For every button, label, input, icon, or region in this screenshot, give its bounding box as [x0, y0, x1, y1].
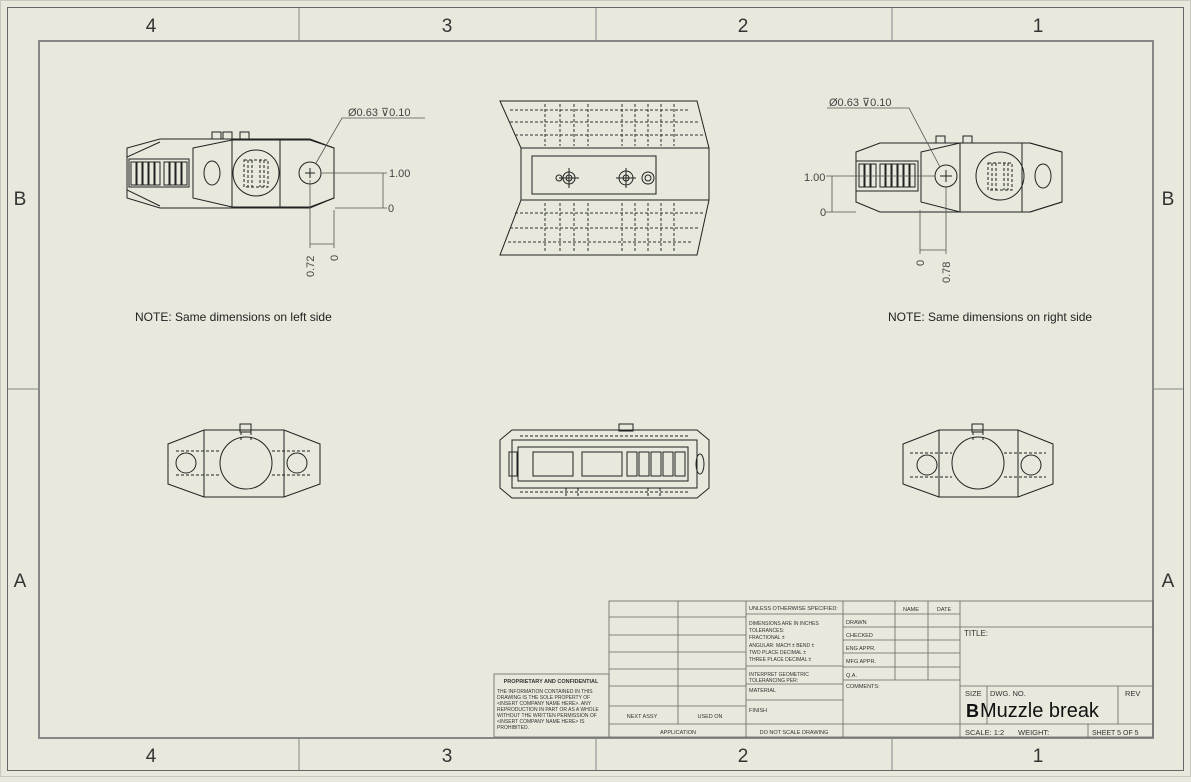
right-dim-0: 0: [820, 207, 826, 219]
zone-dividers: [8, 8, 1183, 770]
note-left: NOTE: Same dimensions on left side: [135, 310, 332, 324]
name-header: NAME: [903, 607, 919, 613]
finish-label: FINISH: [749, 708, 767, 714]
weight-label: WEIGHT:: [1018, 728, 1049, 737]
zone-col-bottom-1: 4: [146, 746, 157, 767]
left-dim-1-00: 1.00: [389, 168, 410, 180]
scale-label: SCALE: 1:2: [965, 728, 1004, 737]
dims-line: THREE PLACE DECIMAL ±: [749, 657, 812, 663]
proprietary-line: WITHOUT THE WRITTEN PERMISSION OF: [497, 713, 597, 719]
drawing-frame: [38, 40, 1154, 739]
dimensions-spec: DIMENSIONS ARE IN INCHES TOLERANCES: FRA…: [749, 621, 819, 684]
size-label: SIZE: [965, 689, 982, 698]
proprietary-text: THE INFORMATION CONTAINED IN THIS DRAWIN…: [497, 689, 599, 731]
front-end-view-left: [167, 423, 321, 498]
zone-col-bottom-3: 2: [738, 746, 749, 767]
zone-col-top-4: 1: [1033, 16, 1044, 37]
interpret-line: INTERPRET GEOMETRIC: [749, 672, 809, 678]
proprietary-line: <INSERT COMPANY NAME HERE>. ANY: [497, 701, 592, 707]
next-assy-label: NEXT ASSY: [627, 714, 658, 720]
rev-label: REV: [1125, 689, 1140, 698]
proprietary-line: THE INFORMATION CONTAINED IN THIS: [497, 689, 593, 695]
zone-col-top-2: 3: [442, 16, 453, 37]
zone-row-right-a: A: [1162, 571, 1175, 592]
zone-col-bottom-4: 1: [1033, 746, 1044, 767]
approval-rows: DRAWN CHECKED ENG APPR. MFG APPR. Q.A.: [846, 620, 876, 679]
zone-row-left-a: A: [14, 571, 27, 592]
zone-col-top-3: 2: [738, 16, 749, 37]
proprietary-line: PROHIBITED.: [497, 725, 529, 731]
left-dimension-lines: [309, 117, 425, 248]
row-drawn: DRAWN: [846, 620, 867, 626]
interpret-line: TOLERANCING PER:: [749, 678, 798, 684]
left-dim-0: 0: [388, 203, 394, 215]
right-dim-0-78: 0.78: [941, 262, 953, 283]
right-dim-1-00: 1.00: [804, 172, 825, 184]
part-name: Muzzle break: [980, 700, 1100, 722]
title-block-grid: [493, 600, 1154, 738]
unless-specified: UNLESS OTHERWISE SPECIFIED:: [749, 606, 838, 612]
application-label: APPLICATION: [660, 730, 696, 736]
title-label: TITLE:: [964, 629, 988, 638]
left-side-view: [126, 131, 335, 209]
sheet-label: SHEET 5 OF 5: [1092, 730, 1139, 737]
right-dimension-lines: [826, 107, 947, 254]
proprietary-line: <INSERT COMPANY NAME HERE> IS: [497, 719, 585, 725]
dims-line: TWO PLACE DECIMAL ±: [749, 650, 806, 656]
zone-col-bottom-2: 3: [442, 746, 453, 767]
proprietary-line: REPRODUCTION IN PART OR AS A WHOLE: [497, 707, 599, 713]
material-label: MATERIAL: [749, 688, 776, 694]
date-header: DATE: [937, 607, 952, 613]
dims-line: ANGULAR: MACH ± BEND ±: [749, 643, 814, 649]
proprietary-title: PROPRIETARY AND CONFIDENTIAL: [504, 679, 599, 685]
top-view: [499, 100, 710, 256]
row-eng-appr: ENG APPR.: [846, 646, 876, 652]
rear-end-view-right: [902, 423, 1054, 498]
row-qa: Q.A.: [846, 673, 857, 679]
zone-row-right-b: B: [1162, 189, 1175, 210]
do-not-scale-label: DO NOT SCALE DRAWING: [760, 730, 829, 736]
left-dim-0-72: 0.72: [305, 256, 317, 277]
used-on-label: USED ON: [697, 714, 722, 720]
dims-line: DIMENSIONS ARE IN INCHES: [749, 621, 819, 627]
proprietary-line: DRAWING IS THE SOLE PROPERTY OF: [497, 695, 590, 701]
dims-line: TOLERANCES:: [749, 628, 784, 634]
zone-row-left-b: B: [14, 189, 27, 210]
front-view: [499, 423, 710, 499]
right-hole-callout: Ø0.63 ⊽0.10: [829, 97, 891, 109]
dwg-no-label: DWG. NO.: [990, 689, 1026, 698]
left-hole-callout: Ø0.63 ⊽0.10: [348, 107, 410, 119]
row-mfg-appr: MFG APPR.: [846, 659, 876, 665]
left-dim-0-h: 0: [329, 255, 341, 261]
size-value: B: [966, 701, 979, 721]
zone-col-top-1: 4: [146, 16, 157, 37]
right-dim-0-h: 0: [915, 260, 927, 266]
row-checked: CHECKED: [846, 633, 873, 639]
zone-labels: 4 3 2 1 4 3 2 1 B A B A: [14, 16, 1175, 767]
title-block-text: PROPRIETARY AND CONFIDENTIAL THE INFORMA…: [497, 606, 1140, 737]
comments-label: COMMENTS:: [846, 684, 880, 690]
note-right: NOTE: Same dimensions on right side: [888, 310, 1092, 324]
dims-line: FRACTIONAL ±: [749, 635, 785, 641]
